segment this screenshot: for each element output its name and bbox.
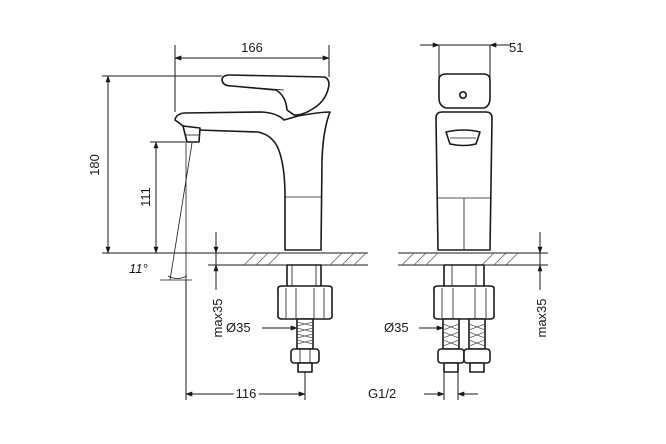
- dim-hole-diameter-right: Ø35: [384, 320, 409, 335]
- lever-handle-side: [221, 74, 330, 116]
- faucet-body-front: [435, 111, 493, 251]
- dim-spout-reach: 116: [236, 386, 257, 401]
- countertop-left: [240, 252, 368, 266]
- dim-hole-diameter-left: Ø35: [226, 320, 251, 335]
- dim-depth-top: 51: [509, 40, 523, 55]
- supply-hoses-right: [437, 318, 491, 373]
- mounting-nut-left: [277, 264, 333, 320]
- spout-outlet: [182, 125, 201, 143]
- dim-max-thickness-right: max35: [534, 298, 549, 337]
- indicator-dot: [458, 91, 467, 100]
- supply-hose-left: [290, 318, 320, 373]
- lever-handle-front: [438, 73, 491, 109]
- dim-width-top: 166: [241, 40, 263, 55]
- dim-spout-angle: 11°: [129, 261, 148, 276]
- dim-max-thickness-left: max35: [210, 298, 225, 337]
- faucet-body-side: [174, 111, 331, 251]
- countertop-right: [398, 252, 520, 266]
- front-view: 51 max35 Ø35 G1/2: [368, 40, 549, 401]
- dim-total-height: 180: [87, 154, 102, 176]
- side-view: 166 180 111 11° max35 Ø35 116: [87, 40, 368, 404]
- mounting-nut-right: [433, 264, 495, 320]
- dim-connection-thread: G1/2: [368, 386, 396, 401]
- dim-spout-height: 111: [138, 187, 153, 207]
